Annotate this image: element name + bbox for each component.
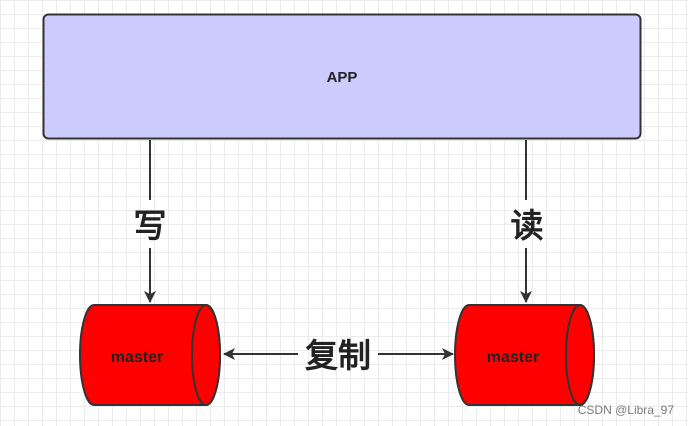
read-label: 读 bbox=[511, 206, 544, 245]
read-edge: 读 bbox=[511, 140, 544, 303]
cylinder-end-cap bbox=[565, 304, 595, 406]
write-edge: 写 bbox=[134, 140, 167, 303]
replicate-label: 复制 bbox=[305, 336, 371, 375]
watermark: CSDN @Libra_97 bbox=[577, 403, 674, 417]
master-db-left: master bbox=[79, 304, 221, 406]
app-node: APP bbox=[42, 13, 642, 140]
master-label-left: master bbox=[111, 349, 163, 366]
master-label-right: master bbox=[487, 349, 539, 366]
write-label: 写 bbox=[134, 206, 167, 245]
cylinder-end-cap bbox=[191, 304, 221, 406]
app-box bbox=[42, 13, 642, 140]
replicate-edge: 复制 bbox=[223, 336, 454, 375]
app-label: APP bbox=[327, 69, 358, 86]
master-db-right: master bbox=[454, 304, 595, 406]
